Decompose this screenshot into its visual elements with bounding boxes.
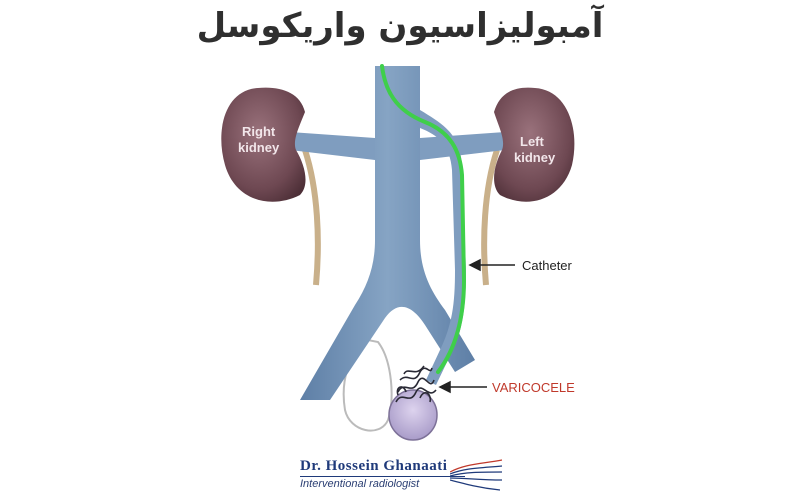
logo-divider [300,476,465,477]
left-kidney-label-line2: kidney [514,150,556,165]
varicocele-arrow [438,380,487,394]
right-kidney [221,87,306,202]
page-title: آمبولیزاسیون واریکوسل [196,6,604,46]
left-gonadal-vein [420,110,466,385]
varicocele-plexus [395,365,437,403]
right-kidney-label-line1: Right [242,124,276,139]
left-kidney [494,87,575,202]
logo-waves-icon [450,459,503,491]
doctor-logo: Dr. Hossein Ghanaati Interventional radi… [300,458,510,494]
logo-name: Dr. Hossein Ghanaati [300,458,448,474]
varicocele-label: VARICOCELE [492,380,575,395]
left-kidney-label-line1: Left [520,134,545,149]
inferior-vena-cava [300,66,475,400]
catheter-line [380,64,467,374]
right-ureter [302,149,321,286]
right-kidney-label-line2: kidney [238,140,280,155]
logo-subtitle: Interventional radiologist [300,478,420,490]
catheter-label: Catheter [522,258,573,273]
right-renal-vein [290,132,375,160]
left-testis [388,389,438,441]
catheter-arrow [468,258,515,272]
left-ureter [481,149,500,286]
